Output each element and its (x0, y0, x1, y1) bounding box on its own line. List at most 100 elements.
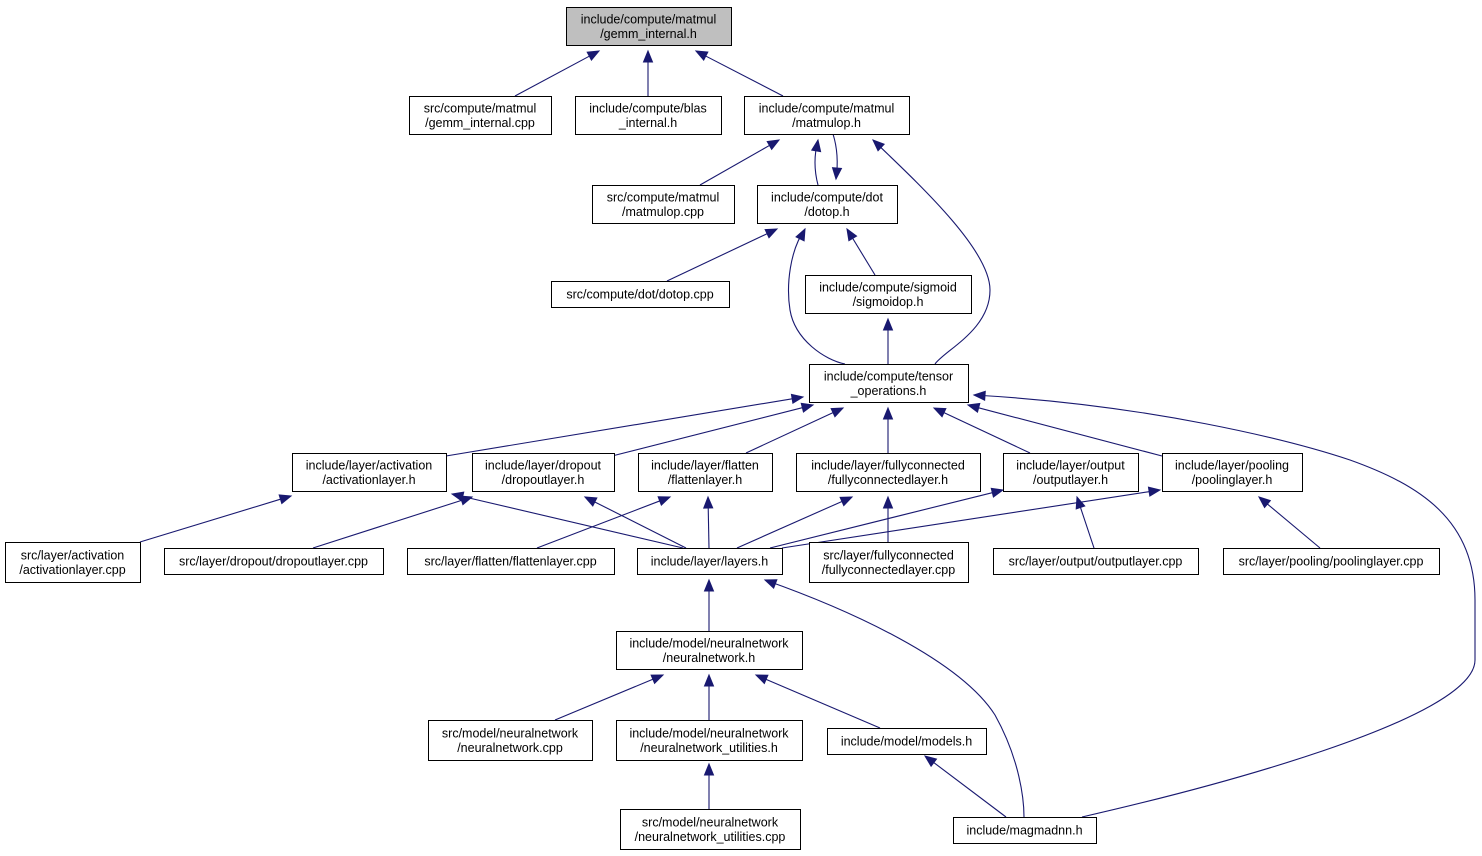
edge-dropoutlayer-h-to-layers-h (583, 496, 687, 549)
node-outputlayer-cpp[interactable]: src/layer/output/outputlayer.cpp (993, 548, 1199, 575)
node-models-h-box[interactable] (827, 728, 987, 755)
node-poolinglayer-cpp-box[interactable] (1223, 548, 1440, 575)
node-fullyconnectedlayer-h-box[interactable] (796, 453, 981, 492)
node-dropoutlayer-h-label-line-1: include/layer/dropout (485, 458, 602, 472)
node-gemm-internal-cpp-box[interactable] (409, 96, 552, 135)
edge-gemm-internal-h-to-matmulop-h-line (705, 55, 784, 97)
node-activationlayer-cpp-label-line-1: src/layer/activation (21, 548, 125, 562)
edge-dotop-h-to-dotop-cpp-arrowhead (764, 228, 779, 239)
node-poolinglayer-h[interactable]: include/layer/pooling/poolinglayer.h (1162, 453, 1303, 492)
node-fullyconnectedlayer-cpp-box[interactable] (809, 542, 969, 583)
edge-tensor-operations-h-to-poolinglayer-h-line (978, 407, 1163, 457)
node-dotop-cpp[interactable]: src/compute/dot/dotop.cpp (551, 281, 730, 308)
edge-dotop-h-to-dotop-cpp (666, 228, 779, 282)
node-dropoutlayer-h-box[interactable] (472, 453, 615, 492)
node-dropoutlayer-h[interactable]: include/layer/dropout/dropoutlayer.h (472, 453, 615, 492)
node-poolinglayer-h-box[interactable] (1162, 453, 1303, 492)
node-dotop-h-label-line-1: include/compute/dot (771, 190, 883, 204)
edge-matmulop-h-to-matmulop-cpp-arrowhead (766, 139, 781, 151)
node-flattenlayer-h-box[interactable] (638, 453, 773, 492)
edge-dropoutlayer-h-to-layers-h-arrowhead (583, 496, 598, 507)
edge-tensor-operations-h-to-flattenlayer-h (745, 407, 845, 454)
node-fullyconnectedlayer-cpp[interactable]: src/layer/fullyconnected/fullyconnectedl… (809, 542, 969, 583)
node-layers-h-label-line-1: include/layer/layers.h (651, 555, 768, 569)
node-neuralnetwork-utilities-h-box[interactable] (616, 720, 803, 761)
edge-layers-h-to-neuralnetwork-h (703, 578, 715, 631)
node-tensor-operations-h-box[interactable] (809, 364, 969, 403)
node-neuralnetwork-cpp-box[interactable] (428, 720, 593, 761)
node-neuralnetwork-utilities-cpp[interactable]: src/model/neuralnetwork/neuralnetwork_ut… (620, 809, 801, 850)
node-models-h-label-line-1: include/model/models.h (841, 735, 972, 749)
node-magmadnn-h-box[interactable] (953, 817, 1097, 844)
node-neuralnetwork-h[interactable]: include/model/neuralnetwork/neuralnetwor… (616, 631, 803, 670)
node-matmulop-cpp[interactable]: src/compute/matmul/matmulop.cpp (592, 185, 735, 224)
node-neuralnetwork-h-box[interactable] (616, 631, 803, 670)
node-activationlayer-h-box[interactable] (292, 453, 447, 492)
node-dropoutlayer-cpp[interactable]: src/layer/dropout/dropoutlayer.cpp (164, 548, 384, 575)
node-flattenlayer-cpp-box[interactable] (407, 548, 615, 575)
edge-gemm-internal-h-to-gemm-internal-cpp (514, 50, 601, 97)
node-tensor-operations-h-label-line-1: include/compute/tensor (824, 369, 953, 383)
node-poolinglayer-cpp[interactable]: src/layer/pooling/poolinglayer.cpp (1223, 548, 1440, 575)
edge-dotop-h-to-dotop-cpp-line (666, 233, 768, 282)
edge-tensor-operations-h-to-activationlayer-h (445, 393, 805, 457)
node-dropoutlayer-cpp-box[interactable] (164, 548, 384, 575)
node-activationlayer-cpp[interactable]: src/layer/activation/activationlayer.cpp (5, 542, 141, 583)
node-outputlayer-cpp-box[interactable] (993, 548, 1199, 575)
node-matmulop-cpp-box[interactable] (592, 185, 735, 224)
node-layers-h-box[interactable] (637, 548, 783, 575)
node-matmulop-h-box[interactable] (744, 96, 910, 135)
node-outputlayer-h-box[interactable] (1003, 453, 1139, 492)
node-gemm-internal-h-box (566, 7, 732, 46)
node-activationlayer-cpp-box[interactable] (5, 542, 141, 583)
edge-dotop-h-to-tensor-operations-h-arrowhead (795, 227, 806, 242)
node-fullyconnectedlayer-h[interactable]: include/layer/fullyconnected/fullyconnec… (796, 453, 981, 492)
node-neuralnetwork-cpp[interactable]: src/model/neuralnetwork/neuralnetwork.cp… (428, 720, 593, 761)
edge-flattenlayer-h-to-layers-h (702, 495, 714, 549)
node-magmadnn-h[interactable]: include/magmadnn.h (953, 817, 1097, 844)
node-dotop-h-box[interactable] (757, 185, 898, 224)
node-flattenlayer-h-label-line-1: include/layer/flatten (651, 458, 759, 472)
node-dotop-h[interactable]: include/compute/dot/dotop.h (757, 185, 898, 224)
edge-dotop-h-to-sigmoidop-h-line (852, 238, 876, 276)
edge-dotop-h-to-matmulop-h-arrowhead (831, 167, 843, 181)
node-neuralnetwork-utilities-cpp-box[interactable] (620, 809, 801, 850)
edge-poolinglayer-h-to-layers-h-line (781, 491, 1150, 549)
edge-neuralnetwork-utilities-h-to-neuralnetwork-utilities-cpp (703, 762, 715, 809)
edge-flattenlayer-h-to-layers-h-line (707, 507, 710, 549)
edge-dropoutlayer-h-to-dropoutlayer-cpp-arrowhead (459, 495, 474, 506)
node-sigmoidop-h[interactable]: include/compute/sigmoid/sigmoidop.h (805, 275, 972, 314)
edge-tensor-operations-h-to-activationlayer-h-arrowhead (790, 393, 805, 405)
node-matmulop-h[interactable]: include/compute/matmul/matmulop.h (744, 96, 910, 135)
node-gemm-internal-cpp[interactable]: src/compute/matmul/gemm_internal.cpp (409, 96, 552, 135)
node-activationlayer-h-label-line-2: /activationlayer.h (322, 473, 415, 487)
node-neuralnetwork-utilities-cpp-label-line-2: /neuralnetwork_utilities.cpp (635, 830, 786, 844)
node-models-h[interactable]: include/model/models.h (827, 728, 987, 755)
node-flattenlayer-h[interactable]: include/layer/flatten/flattenlayer.h (638, 453, 773, 492)
edge-dropoutlayer-h-to-layers-h-line (594, 501, 687, 549)
edge-gemm-internal-h-to-blas-internal-h-arrowhead (642, 49, 654, 63)
node-sigmoidop-h-box[interactable] (805, 275, 972, 314)
node-sigmoidop-h-label-line-1: include/compute/sigmoid (819, 280, 957, 294)
edge-activationlayer-h-to-layers-h (450, 491, 684, 549)
node-flattenlayer-cpp[interactable]: src/layer/flatten/flattenlayer.cpp (407, 548, 615, 575)
node-layers-h[interactable]: include/layer/layers.h (637, 548, 783, 575)
node-activationlayer-h-label-line-1: include/layer/activation (306, 458, 433, 472)
edge-activationlayer-h-to-activationlayer-cpp-arrowhead (278, 494, 293, 505)
edge-layers-h-to-magmadnn-h-arrowhead (763, 579, 778, 590)
edge-layers-h-to-magmadnn-h-line (764, 579, 1025, 818)
edge-poolinglayer-h-to-poolinglayer-cpp (1257, 496, 1321, 549)
node-tensor-operations-h[interactable]: include/compute/tensor_operations.h (809, 364, 969, 403)
edge-sigmoidop-h-to-tensor-operations-h (882, 317, 894, 364)
edge-gemm-internal-h-to-blas-internal-h (642, 49, 654, 96)
node-outputlayer-h[interactable]: include/layer/output/outputlayer.h (1003, 453, 1139, 492)
node-blas-internal-h-box[interactable] (575, 96, 722, 135)
node-activationlayer-h[interactable]: include/layer/activation/activationlayer… (292, 453, 447, 492)
node-neuralnetwork-cpp-label-line-1: src/model/neuralnetwork (442, 726, 579, 740)
node-dotop-cpp-box[interactable] (551, 281, 730, 308)
node-neuralnetwork-utilities-h-label-line-2: /neuralnetwork_utilities.h (640, 741, 778, 755)
edge-activationlayer-h-to-activationlayer-cpp-line (139, 498, 281, 543)
node-blas-internal-h[interactable]: include/compute/blas_internal.h (575, 96, 722, 135)
node-neuralnetwork-utilities-h[interactable]: include/model/neuralnetwork/neuralnetwor… (616, 720, 803, 761)
